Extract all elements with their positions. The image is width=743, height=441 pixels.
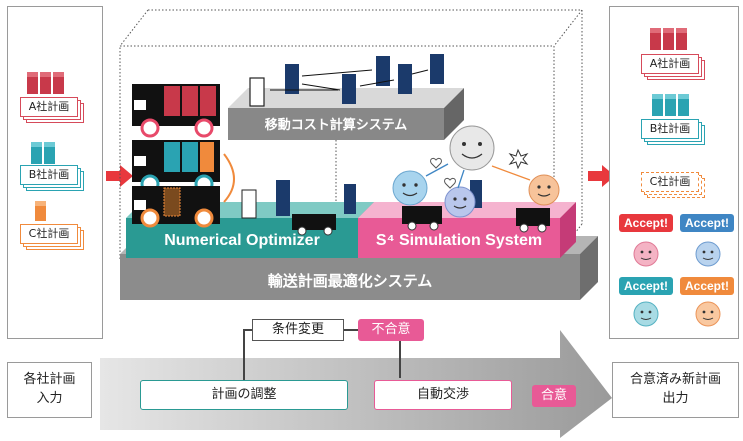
plan-doc-c-output: C社計画 — [641, 172, 705, 198]
cost-system-label: 移動コスト計算システム — [264, 118, 408, 133]
red-arrow-out-icon — [588, 165, 615, 187]
output-step-label: 合意済み新計画 出力 — [629, 372, 721, 406]
cargo-icon-b — [31, 142, 55, 164]
cargo-icon-a-out — [650, 28, 687, 50]
plan-doc-label: B社計画 — [28, 168, 70, 181]
truck-2 — [132, 140, 220, 194]
system-title: 輸送計画最適化システム — [267, 272, 433, 290]
plan-doc-label: A社計画 — [28, 100, 70, 113]
accept-tag-blue: Accept! — [680, 214, 734, 232]
agree-tag: 合意 — [532, 385, 576, 407]
accept-tag-teal: Accept! — [619, 277, 673, 295]
plan-doc-a-input: A社計画 — [20, 97, 84, 123]
auto-negotiation-box: 自動交渉 — [374, 380, 512, 410]
system-diagram — [119, 9, 598, 300]
plan-doc-a-output: A社計画 — [641, 54, 705, 80]
cargo-icon-b-out — [652, 94, 689, 116]
plan-doc-label: A社計画 — [649, 57, 691, 70]
accept-tag-orange: Accept! — [680, 277, 734, 295]
input-step — [7, 362, 92, 418]
simulation-label: S⁴ Simulation System — [375, 232, 543, 249]
plan-doc-c-input: C社計画 — [20, 224, 84, 250]
red-arrow-in-icon — [106, 165, 133, 187]
plan-doc-b-output: B社計画 — [641, 119, 705, 145]
disagree-tag: 不合意 — [358, 319, 424, 341]
optimizer-label: Numerical Optimizer — [164, 232, 320, 249]
plan-doc-label: C社計画 — [649, 175, 691, 188]
plan-doc-b-input: B社計画 — [20, 165, 84, 191]
output-step — [612, 362, 739, 418]
cargo-icon-a — [27, 72, 64, 94]
accept-faces — [633, 241, 721, 327]
truck-3 — [132, 186, 220, 228]
input-step-label: 各社計画 入力 — [23, 372, 76, 406]
accept-tag-red: Accept! — [619, 214, 673, 232]
plan-doc-label: B社計画 — [649, 122, 691, 135]
plan-adjust-box: 計画の調整 — [140, 380, 348, 410]
condition-change-box: 条件変更 — [252, 319, 344, 341]
plan-doc-label: C社計画 — [28, 227, 70, 240]
cargo-icon-c — [35, 201, 46, 221]
truck-1 — [132, 84, 220, 138]
